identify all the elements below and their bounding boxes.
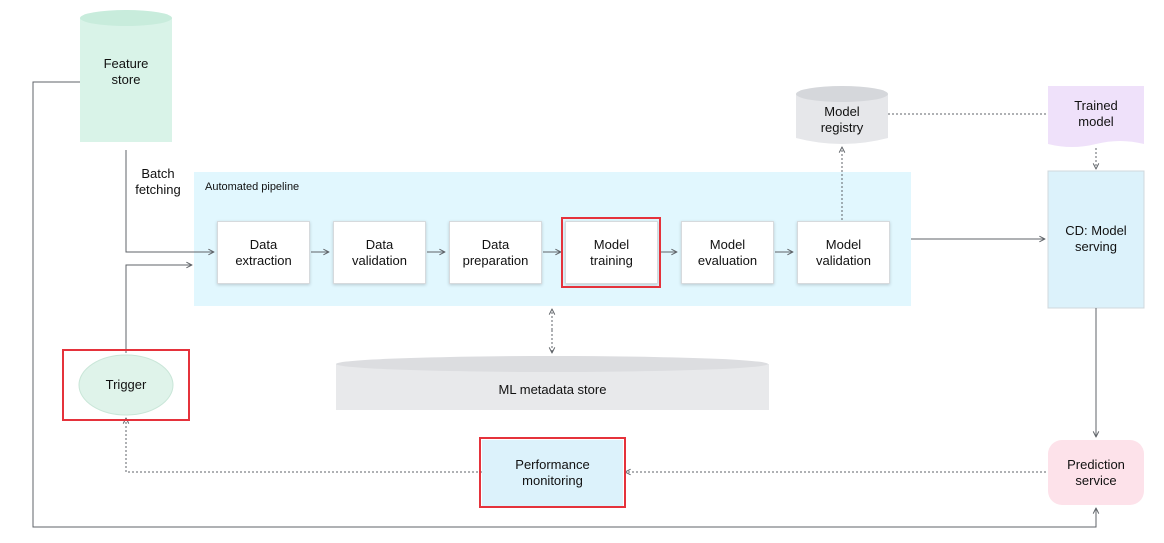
model-registry-label: Model registry bbox=[820, 104, 864, 135]
cd-model-serving-label: CD: Model serving bbox=[1065, 223, 1127, 254]
step-model-evaluation bbox=[681, 221, 774, 284]
step-model-validation bbox=[797, 221, 890, 284]
data-preparation-label: Data preparation bbox=[462, 236, 529, 268]
trigger-highlight bbox=[62, 349, 190, 421]
trained-model-label: Trained model bbox=[1074, 98, 1118, 129]
trained-model-shape bbox=[1048, 86, 1144, 147]
model-registry-shape bbox=[796, 86, 888, 144]
metadata-store-shape bbox=[336, 356, 769, 410]
step-model-training bbox=[565, 221, 658, 284]
performance-monitoring-label: Performance monitoring bbox=[515, 457, 590, 488]
model-validation-label: Model validation bbox=[816, 236, 871, 268]
metadata-store-label: ML metadata store bbox=[498, 382, 607, 397]
batch-fetch-arrow bbox=[125, 150, 214, 252]
model-training-label: Model training bbox=[590, 236, 633, 268]
model-training-highlight bbox=[561, 217, 661, 288]
monitoring-to-trigger-arrow bbox=[126, 418, 482, 473]
data-extraction-label: Data extraction bbox=[235, 236, 292, 268]
automated-pipeline-area bbox=[194, 172, 911, 306]
feature-store-label: Feature store bbox=[103, 56, 149, 87]
step-data-validation bbox=[333, 221, 426, 284]
prediction-service-shape bbox=[1048, 440, 1144, 505]
model-evaluation-label: Model evaluation bbox=[697, 236, 758, 268]
automated-pipeline-title: Automated pipeline bbox=[205, 181, 300, 193]
batch-fetching-label: Batch fetching bbox=[135, 166, 181, 197]
performance-monitoring-shape bbox=[482, 440, 623, 506]
step-data-preparation bbox=[449, 221, 542, 284]
trigger-shape bbox=[78, 354, 174, 416]
feature-store-to-prediction-line bbox=[32, 81, 1096, 528]
data-validation-label: Data validation bbox=[352, 236, 407, 268]
trigger-label: Trigger bbox=[105, 377, 147, 392]
trigger-to-pipeline-arrow bbox=[125, 265, 192, 353]
cd-model-serving-shape bbox=[1047, 170, 1145, 309]
prediction-service-label: Prediction service bbox=[1067, 456, 1125, 488]
step-data-extraction bbox=[217, 221, 310, 284]
performance-monitoring-highlight bbox=[479, 437, 626, 508]
feature-store-shape bbox=[80, 10, 172, 142]
